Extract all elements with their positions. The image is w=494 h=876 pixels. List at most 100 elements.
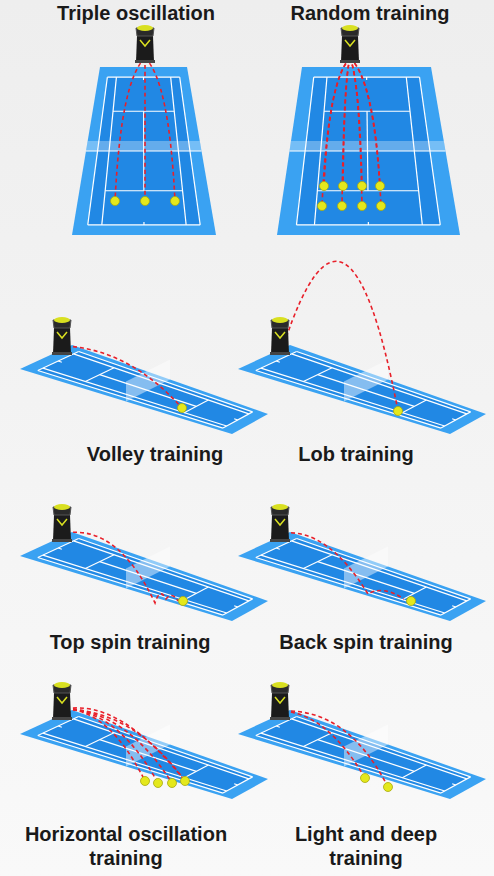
court-line xyxy=(58,726,62,727)
trajectory xyxy=(66,708,185,781)
machine-balls xyxy=(54,317,70,323)
tennis-ball xyxy=(358,202,367,211)
machine-base xyxy=(270,352,290,355)
trajectory xyxy=(284,711,365,778)
court-surface xyxy=(256,352,471,429)
tennis-ball xyxy=(141,777,150,786)
back-spin-figure xyxy=(238,504,486,621)
court-line xyxy=(256,539,297,558)
machine-base xyxy=(270,539,290,542)
tennis-ball xyxy=(407,597,416,606)
trajectory xyxy=(66,346,182,408)
trajectory xyxy=(66,709,158,783)
machine-logo xyxy=(57,519,67,525)
court-line xyxy=(441,599,471,615)
court-line xyxy=(297,352,471,412)
net-band xyxy=(86,141,202,151)
machine-logo xyxy=(275,519,285,525)
tennis-ball xyxy=(338,202,347,211)
tennis-ball xyxy=(377,202,386,211)
machine-base xyxy=(340,60,360,63)
court-line xyxy=(290,151,446,152)
machine-logo xyxy=(345,40,355,46)
machine-logo xyxy=(57,697,67,703)
caption-label: Top spin training xyxy=(8,630,252,654)
caption-label: Lob training xyxy=(256,442,456,466)
machine-base xyxy=(270,717,290,720)
tennis-ball xyxy=(178,404,187,413)
machine-logo xyxy=(275,332,285,338)
horizontal-oscillation-figure xyxy=(20,682,268,799)
court-line xyxy=(38,717,79,736)
machine-balls xyxy=(137,25,153,31)
tennis-ball xyxy=(384,783,393,792)
court-ground xyxy=(20,345,268,434)
caption-label: Back spin training xyxy=(251,630,481,654)
machine-base xyxy=(52,352,72,355)
caption-label: Light and deep training xyxy=(271,822,461,870)
court-line xyxy=(297,539,471,599)
court-line xyxy=(276,548,280,549)
machine-logo xyxy=(57,332,67,338)
tennis-ball xyxy=(181,777,190,786)
court-line xyxy=(441,777,471,793)
trajectory xyxy=(145,58,175,201)
court-line xyxy=(452,784,456,785)
caption-label: Horizontal oscillation training xyxy=(13,822,239,870)
court-line xyxy=(297,717,471,777)
machine-balls xyxy=(54,682,70,688)
machine-body xyxy=(271,515,289,541)
court-ground xyxy=(238,532,486,621)
court-line xyxy=(58,361,62,362)
trajectory xyxy=(144,58,146,201)
ball-machine xyxy=(340,25,360,63)
court-line xyxy=(256,717,297,736)
trajectory xyxy=(350,58,380,186)
machine-base xyxy=(135,60,155,63)
trajectory xyxy=(284,711,388,787)
ball-machine xyxy=(270,504,290,542)
court-line xyxy=(366,77,367,80)
court-line xyxy=(234,784,238,785)
tennis-ball xyxy=(320,182,329,191)
ball-machine xyxy=(52,317,72,355)
caption-label: Triple oscillation xyxy=(21,1,251,25)
machine-body xyxy=(271,693,289,719)
machine-base xyxy=(52,539,72,542)
tennis-ball xyxy=(361,774,370,783)
machine-body xyxy=(53,693,71,719)
court-line xyxy=(38,539,79,558)
machine-body xyxy=(271,328,289,354)
machine-balls xyxy=(272,317,288,323)
court-line xyxy=(223,777,253,793)
tennis-ball xyxy=(376,182,385,191)
court-line xyxy=(234,419,238,420)
tennis-ball xyxy=(154,779,163,788)
court-surface xyxy=(256,717,471,794)
net-panel xyxy=(126,547,170,589)
light-deep-figure xyxy=(238,682,486,799)
machine-body xyxy=(53,515,71,541)
tennis-ball xyxy=(111,197,120,206)
net-panel xyxy=(344,547,388,589)
court-ground xyxy=(20,710,268,799)
court-line xyxy=(58,548,62,549)
machine-balls xyxy=(54,504,70,510)
court-line xyxy=(368,222,369,225)
machine-body xyxy=(136,36,154,62)
machine-body xyxy=(53,328,71,354)
tennis-ball xyxy=(339,182,348,191)
court-line xyxy=(223,599,253,615)
court-ground xyxy=(238,710,486,799)
caption-label: Random training xyxy=(255,1,485,25)
court-line xyxy=(256,352,297,371)
ball-machine xyxy=(270,317,290,355)
trajectory xyxy=(66,709,185,781)
net-panel xyxy=(344,725,388,767)
court-line xyxy=(303,733,332,747)
court-ground xyxy=(238,345,486,434)
tennis-ball xyxy=(141,197,150,206)
court-line xyxy=(79,352,253,412)
tennis-ball xyxy=(318,202,327,211)
tennis-ball xyxy=(171,197,180,206)
